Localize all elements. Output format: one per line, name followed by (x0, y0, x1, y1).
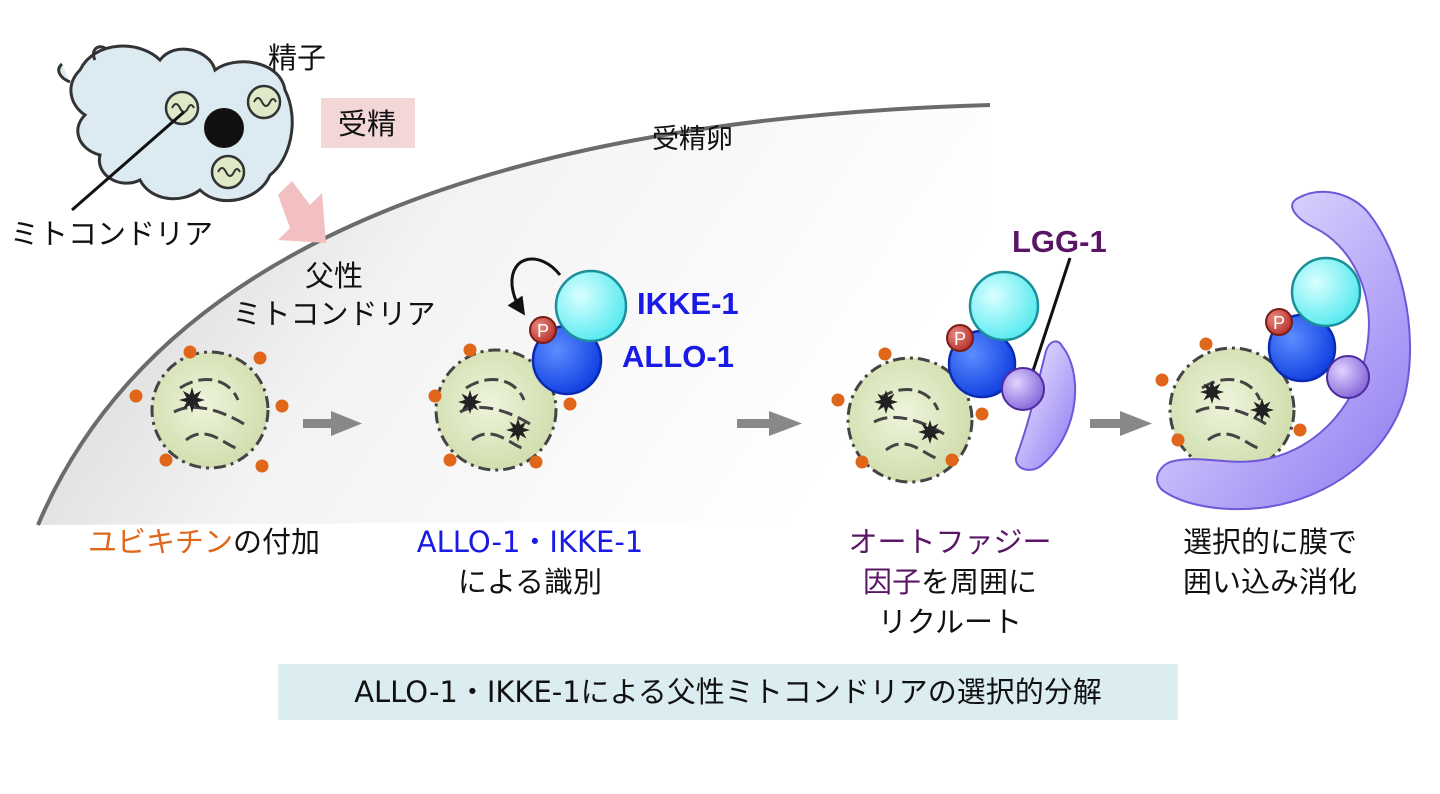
ubiquitin-icon (255, 459, 269, 473)
allo1-label: ALLO-1 (622, 339, 734, 374)
zygote-label: 受精卵 (652, 124, 733, 155)
phospho-label: P (954, 329, 966, 349)
sperm-icon (57, 44, 294, 212)
mitochondria-label: ミトコンドリア (10, 217, 214, 251)
ikke1-protein (1290, 256, 1362, 328)
step4-caption-line1: 選択的に膜で (1182, 525, 1357, 559)
step4-caption-line2: 囲い込み消化 (1182, 565, 1357, 599)
step1-highlight: ユビキチン (88, 525, 234, 559)
paternal-mitochondria (129, 337, 1307, 484)
ubiquitin-icon (463, 343, 477, 357)
ikke1-protein (554, 269, 628, 343)
mitochondrion-icon (129, 345, 289, 473)
zygote-membrane (36, 103, 991, 526)
damage-icon (179, 387, 205, 413)
step3-caption-line1: オートファジー (848, 525, 1052, 559)
ubiquitin-icon (183, 345, 197, 359)
autophosphorylation-arrow-icon (507, 257, 562, 316)
fertilization-label: 受精 (338, 107, 397, 141)
ubiquitin-icon (855, 455, 869, 469)
phospho-label: P (537, 321, 549, 341)
ubiquitin-icon (878, 347, 892, 361)
arrow-icon (737, 411, 802, 436)
lgg1-protein (1326, 355, 1370, 399)
damage-icon (918, 420, 942, 444)
ubiquitin-icon (253, 351, 267, 365)
phospho-icon (946, 324, 974, 352)
sperm-label: 精子 (268, 41, 327, 75)
ubiquitin-icon (1199, 337, 1213, 351)
damage-icon (458, 390, 482, 414)
step3-caption-line3: リクルート (877, 605, 1023, 639)
ubiquitin-icon (529, 455, 543, 469)
step2-caption-line2: による識別 (457, 565, 603, 599)
phospho-icon (529, 316, 557, 344)
fertilization-arrow-icon (278, 181, 326, 243)
step3-around: を周囲に (921, 565, 1038, 599)
phagophore-icon (1015, 340, 1077, 471)
ikke1-protein (968, 270, 1040, 342)
ubiquitin-icon (945, 453, 959, 467)
mitochondrion-icon (831, 347, 989, 484)
lgg1-label: LGG-1 (1012, 224, 1107, 259)
ikke1-label: IKKE-1 (637, 286, 739, 321)
ubiquitin-icon (1293, 423, 1307, 437)
step3-factor: 因子 (862, 565, 921, 599)
damage-icon (1200, 380, 1224, 404)
mitochondrion-icon (164, 90, 200, 126)
phospho-label: P (1273, 313, 1285, 333)
mitochondrion-icon (1155, 337, 1307, 481)
damage-icon (1250, 398, 1274, 422)
figure-caption: ALLO-1・IKKE-1による父性ミトコンドリアの選択的分解 (354, 675, 1102, 709)
phagophore-icon (1156, 190, 1411, 511)
lgg1-protein (1001, 367, 1045, 411)
mitochondrion-icon (246, 84, 282, 120)
ubiquitin-icon (275, 399, 289, 413)
ubiquitin-icon (129, 389, 143, 403)
mitochondrion-icon (428, 343, 577, 472)
ubiquitin-icon (159, 453, 173, 467)
ubiquitin-icon (831, 393, 845, 407)
ubiquitin-icon (975, 407, 989, 421)
damage-icon (874, 390, 898, 414)
damage-icon (506, 418, 530, 442)
paternal-mito-label-line1: 父性 (304, 259, 363, 293)
step3-caption-line2: 因子を周囲に (800, 564, 1100, 600)
lgg1-pointer (1028, 257, 1072, 381)
step2-caption-line1: ALLO-1・IKKE-1 (416, 525, 644, 559)
paternal-mito-label-line2: ミトコンドリア (232, 297, 436, 331)
ubiquitin-icon (563, 397, 577, 411)
ubiquitin-icon (428, 389, 442, 403)
ubiquitin-icon (1155, 373, 1169, 387)
step1-rest: の付加 (233, 525, 321, 559)
phospho-icon (1265, 308, 1293, 336)
mitochondria-pointer (71, 110, 185, 212)
mitochondrion-icon (210, 154, 246, 190)
arrow-icon (1090, 411, 1152, 436)
ubiquitin-icon (1171, 433, 1185, 447)
ubiquitin-icon (443, 453, 457, 467)
fertilization-box (321, 98, 415, 148)
caption-box (278, 664, 1178, 720)
step1-caption: ユビキチンの付加 (88, 524, 320, 560)
arrow-icon (303, 411, 362, 436)
